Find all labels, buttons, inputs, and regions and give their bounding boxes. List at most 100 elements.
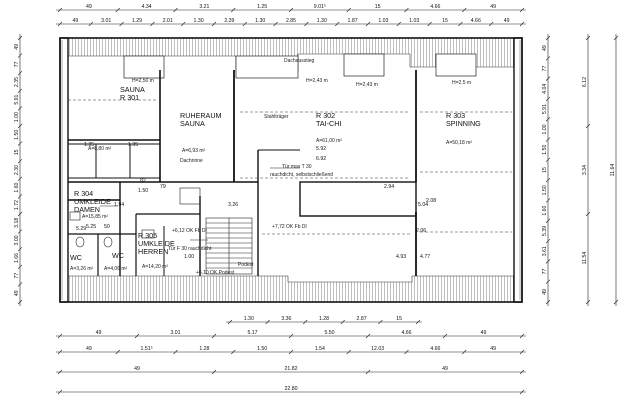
- dim-left-tick: [17, 35, 23, 41]
- dim-left-label: 5.91: [14, 94, 20, 104]
- leader-lines: [100, 167, 300, 241]
- annotation-dachausstieg: Dachausstieg: [284, 58, 315, 64]
- dim-bottom-a-tick: [288, 349, 294, 355]
- dim-right-2-label: 3.34: [582, 165, 588, 175]
- room-label-r305: UMKLEIDE: [138, 239, 175, 248]
- interior-dim-label: 4.93: [396, 254, 406, 260]
- dim-top-inner-label: 1.30: [255, 18, 265, 24]
- dim-left-tick: [17, 141, 23, 146]
- interior-dim-label: 4.77: [420, 254, 430, 260]
- dim-bottom-b-tick: [519, 369, 525, 375]
- dim-left-tick: [17, 106, 23, 111]
- dim-top-inner-tick: [119, 21, 124, 27]
- dim-bottom-a-label: 1.54: [315, 346, 325, 352]
- room-label-r304: DAMEN: [74, 205, 100, 214]
- dim-top-inner-tick: [180, 21, 186, 27]
- dim-mid-b-label: 49: [481, 330, 487, 336]
- dim-top-inner-tick: [88, 21, 94, 27]
- annotation-podest: Podest: [238, 262, 254, 268]
- dim-right-1-label: 49: [542, 45, 548, 51]
- dim-bottom-a-label: 1.51⁵: [141, 346, 153, 352]
- dim-left-label: 1.60: [14, 182, 20, 192]
- dim-mid-a-label: 3.36: [281, 316, 291, 322]
- dim-mid-b-tick: [288, 333, 294, 339]
- dim-top-outer-tick: [288, 7, 294, 13]
- dim-bottom-a-tick: [404, 349, 409, 355]
- dim-right-1-tick: [545, 137, 551, 142]
- dim-right-1-tick: [545, 299, 551, 305]
- dim-mid-a-label: 1.28: [319, 316, 329, 322]
- dim-bottom-b-label: 49: [134, 366, 140, 372]
- dim-left-tick: [17, 282, 23, 287]
- dim-top-inner-tick: [334, 21, 340, 27]
- dim-mid-b-label: 49: [96, 330, 102, 336]
- annotation-stahltraeger: Stahlträger: [264, 114, 289, 120]
- interior-dim-label: 5.04: [418, 202, 428, 208]
- dim-top-inner-label: 1.29: [132, 18, 142, 24]
- annotation-gaube-3: H=2,43 m: [356, 82, 378, 88]
- interior-dim-label: 2.08: [426, 198, 436, 204]
- dim-bottom-a-tick: [462, 349, 467, 355]
- room-label-r305: HERREN: [138, 247, 168, 256]
- dim-top-inner-label: 2.39: [224, 18, 234, 24]
- room-label-wc1: WC: [70, 253, 82, 262]
- room-label-wc2: WC: [112, 251, 124, 260]
- dim-top-inner-label: 1.03: [378, 18, 388, 24]
- dim-top-outer-label: 4.34: [142, 4, 152, 10]
- dim-left-label: 49: [14, 290, 20, 296]
- room-label-r302: TAI-CHI: [316, 119, 341, 128]
- dim-right-2-tick: [585, 299, 591, 305]
- dim-right-1-label: 49: [542, 289, 548, 295]
- dim-bottom-b-tick: [57, 369, 63, 375]
- dim-right-1-label: 3.61: [542, 246, 548, 256]
- dim-right-1-tick: [545, 157, 551, 163]
- interior-dim-label: 6.92: [316, 156, 326, 162]
- dim-right-2-tick: [585, 211, 591, 217]
- dim-right-1-label: 1.50: [542, 185, 548, 195]
- dim-right-1-label: 1.50: [542, 145, 548, 155]
- interior-walls: [67, 70, 417, 276]
- annotation-level-1: +7,72 OK Fb Dl: [272, 224, 307, 230]
- dim-bottom-a-label: 49: [490, 346, 496, 352]
- dim-right-1-tick: [545, 35, 551, 41]
- dim-bottom-b-label: 21.82: [285, 366, 298, 372]
- dim-left-tick: [17, 53, 23, 58]
- interior-dim-label: 50: [104, 224, 110, 230]
- interior-dim-label: 2.06: [416, 228, 426, 234]
- dim-left-tick: [17, 70, 23, 76]
- dim-left-tick: [17, 88, 23, 94]
- interior-dim-label: 1.35: [128, 142, 138, 148]
- dim-top-outer-tick: [57, 7, 63, 13]
- dim-right-1-label: 4.04: [542, 84, 548, 94]
- dim-bottom-a-label: 12.03: [371, 346, 384, 352]
- room-label-ruheraum: RUHERAUM: [180, 111, 222, 120]
- annotation-gaube-2: H=2,43 m: [306, 78, 328, 84]
- annotation-damen-area: A=15,85 m²: [82, 214, 108, 220]
- room-label-r301: SAUNA: [120, 85, 145, 94]
- annotation-tuer-note-1: Tür max T 30: [282, 164, 312, 170]
- dim-mid-b-tick: [365, 333, 371, 339]
- roof-eave-bottom: [59, 275, 523, 303]
- dim-top-inner-label: 1.87: [348, 18, 358, 24]
- room-label-ruheraum: SAUNA: [180, 119, 205, 128]
- dim-mid-b-label: 5.50: [324, 330, 334, 336]
- dim-top-outer-label: 9.01⁵: [314, 4, 326, 10]
- dim-right-1-tick: [545, 56, 551, 61]
- dim-top-inner-tick: [365, 21, 371, 27]
- interior-dim-label: 82: [140, 178, 146, 184]
- dim-top-inner-tick: [150, 21, 155, 27]
- dim-mid-a-tick: [415, 319, 421, 325]
- interior-dim-label: 5.25: [86, 224, 96, 230]
- annotation-herren-area: A=14,20 m²: [142, 264, 168, 270]
- annotation-spinning-area: A=50,18 m²: [446, 140, 472, 146]
- annotation-gaube-1: H=2,50 m: [132, 78, 154, 84]
- dim-mid-a-label: 2.87: [357, 316, 367, 322]
- dim-right-1-label: 1.00: [542, 124, 548, 134]
- dim-mid-b-tick: [519, 333, 525, 339]
- dim-left-tick: [17, 264, 23, 270]
- dim-right-1-label: 77: [542, 269, 548, 275]
- interior-dim-label: 1.35: [84, 142, 94, 148]
